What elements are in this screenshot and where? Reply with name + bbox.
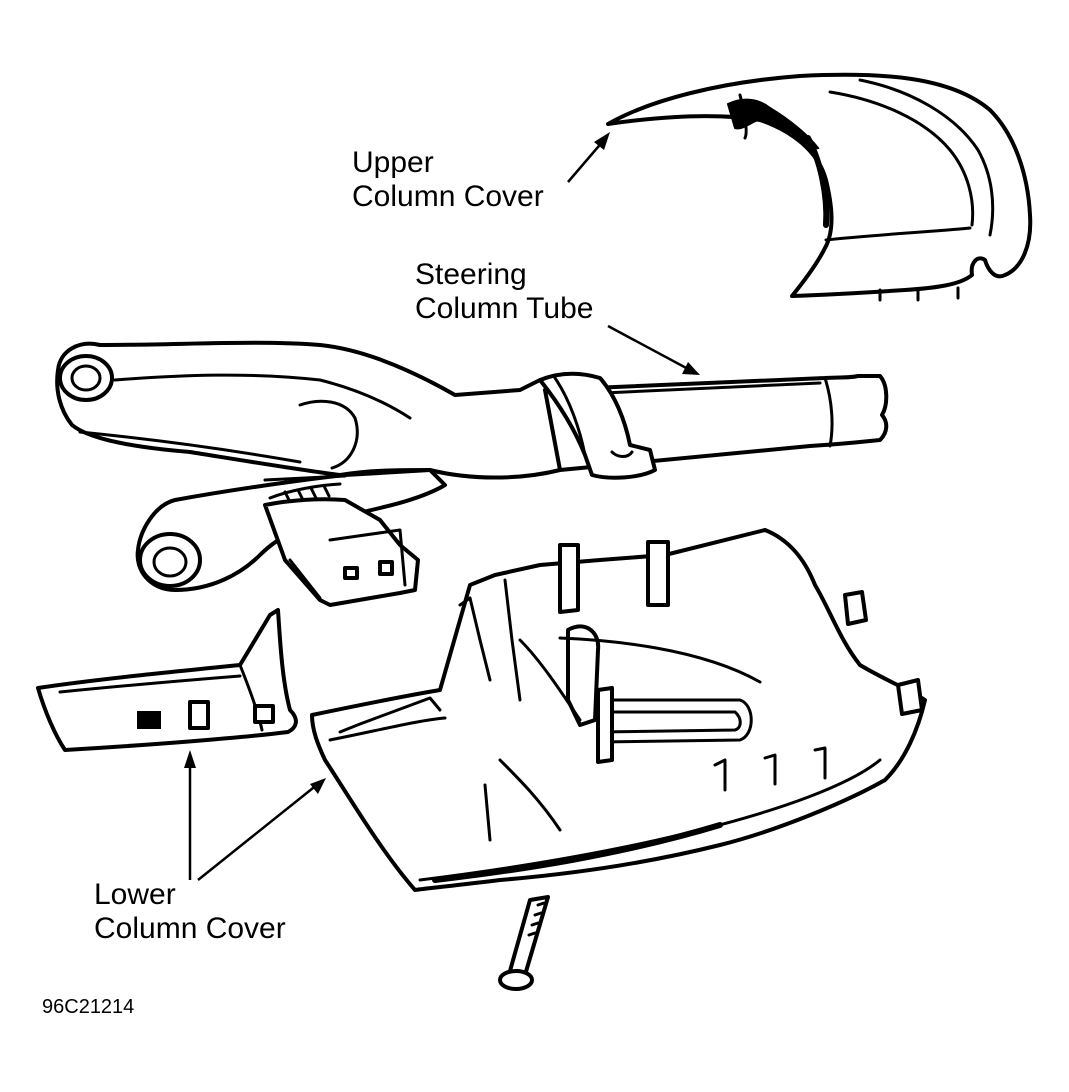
upper-column-cover-label-line1: Upper — [352, 146, 434, 179]
figure-code: 96C21214 — [42, 996, 135, 1018]
steering-column-tube-label-line1: Steering — [415, 258, 527, 291]
lower-column-cover-label: Lower Column Cover — [94, 878, 286, 946]
steering-column-tube-label: Steering Column Tube — [415, 258, 593, 326]
steering-column-tube-label-line2: Column Tube — [415, 292, 594, 325]
lower-column-cover-drawing — [310, 528, 927, 892]
column-tube-leader — [607, 324, 700, 375]
steering-column-tube-drawing — [55, 340, 889, 607]
lower-column-cover-label-line2: Column Cover — [94, 912, 286, 945]
lower-column-cover-left-drawing — [36, 608, 298, 752]
upper-column-cover-label: Upper Column Cover — [352, 146, 544, 214]
upper-column-cover-label-line2: Column Cover — [352, 180, 544, 213]
upper-column-cover-drawing — [606, 72, 1033, 302]
lower-cover-leaders — [184, 750, 326, 881]
lower-column-cover-label-line1: Lower — [94, 878, 176, 911]
mounting-bolt-drawing — [498, 895, 550, 991]
upper-cover-leader — [567, 132, 610, 183]
